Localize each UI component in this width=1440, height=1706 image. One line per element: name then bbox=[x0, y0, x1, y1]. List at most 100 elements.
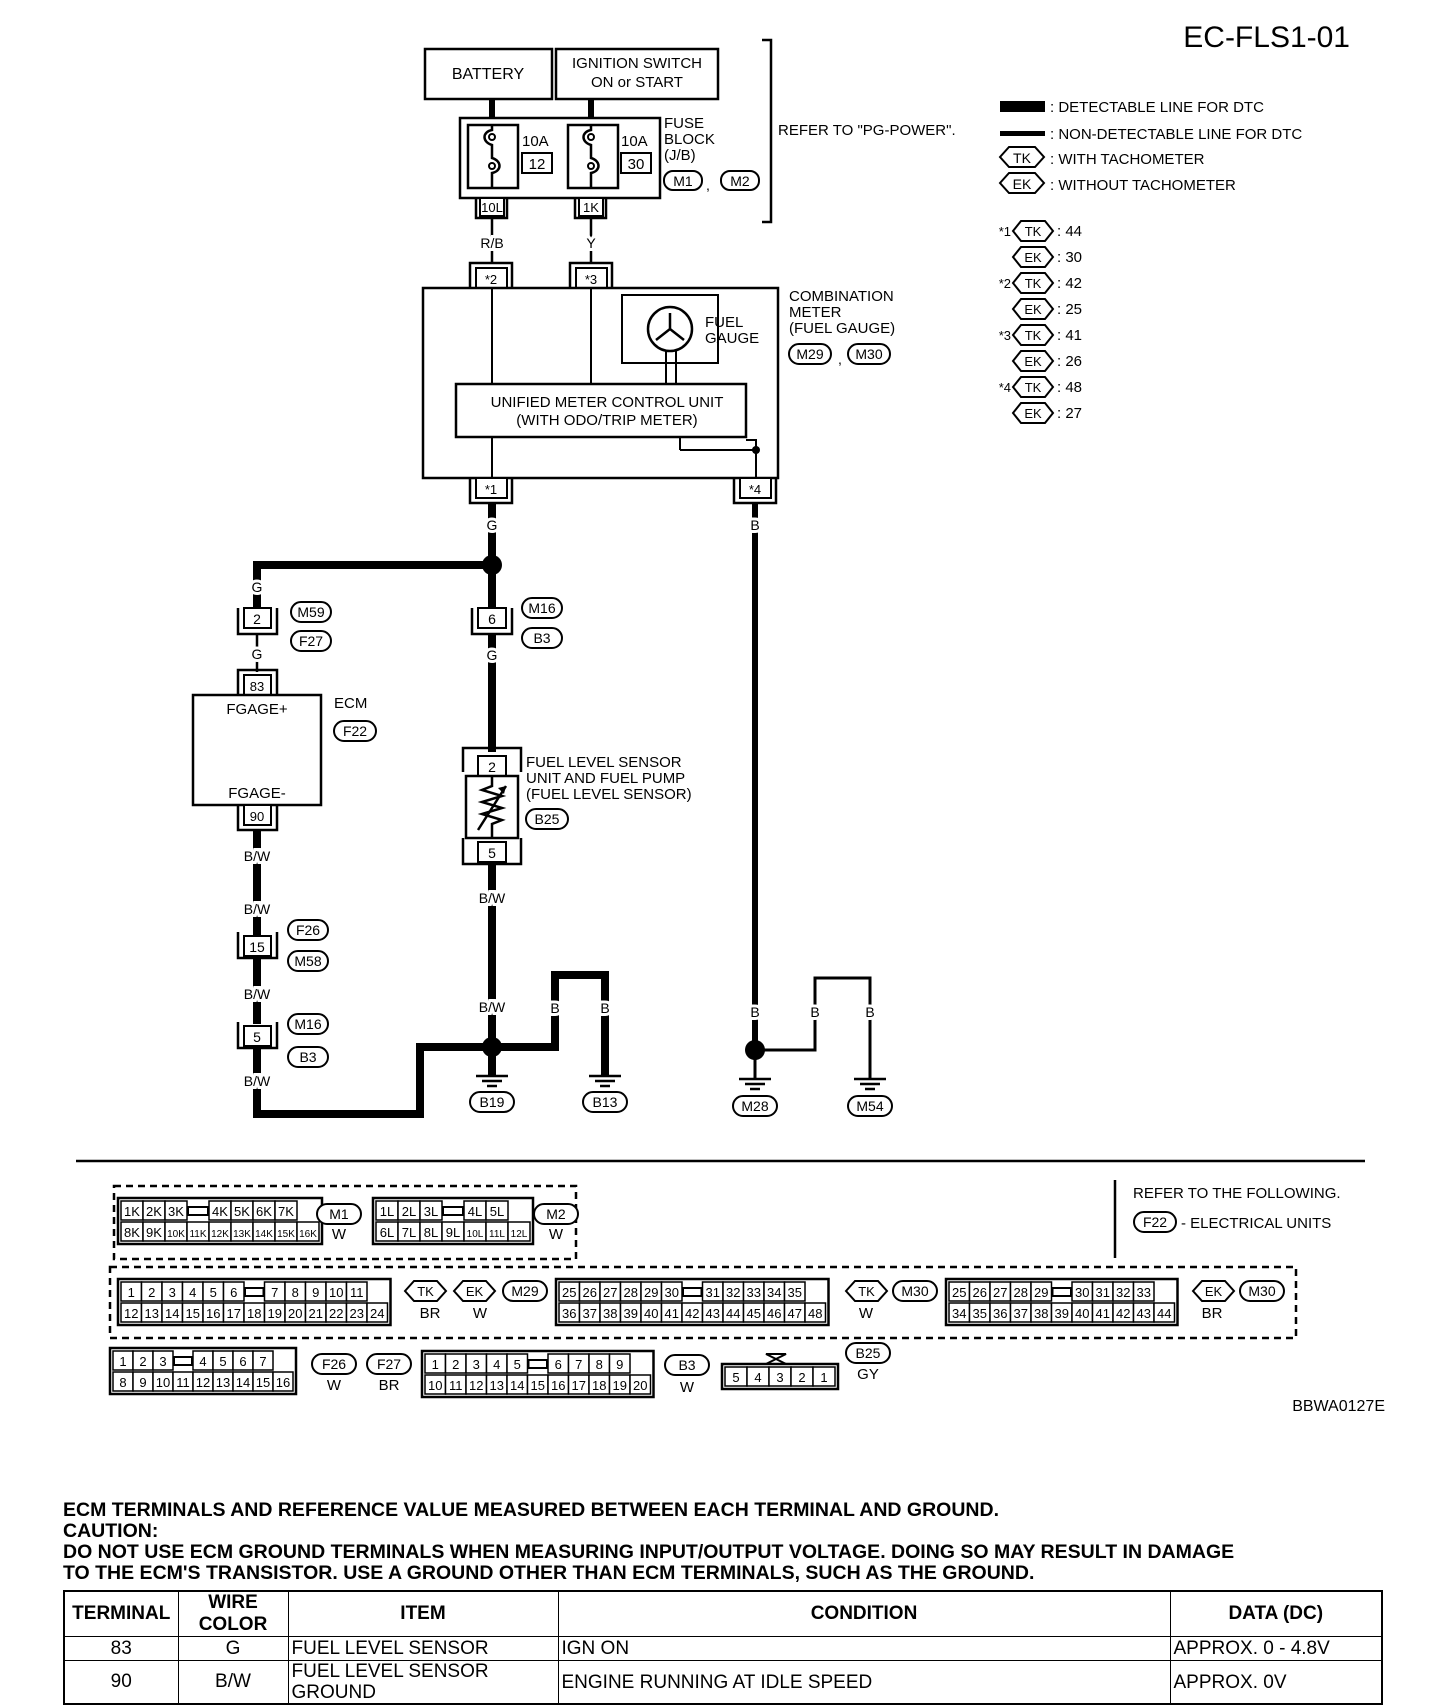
cell-data: APPROX. 0 - 4.8V bbox=[1169, 1636, 1383, 1661]
connector-m2-color: W bbox=[549, 1226, 564, 1243]
svg-text:(FUEL GAUGE): (FUEL GAUGE) bbox=[789, 320, 895, 337]
notes-caution: CAUTION: bbox=[63, 1520, 159, 1542]
pin-label: 8 bbox=[292, 1285, 299, 1300]
connector-m30-tk-label: M30 bbox=[901, 1283, 928, 1299]
cell-data: APPROX. 0V bbox=[1169, 1660, 1383, 1705]
tk-tag-icon bbox=[1011, 324, 1055, 346]
svg-text:FUEL: FUEL bbox=[705, 314, 743, 331]
pin-label: 24 bbox=[370, 1306, 384, 1321]
svg-text:(FUEL LEVEL SENSOR): (FUEL LEVEL SENSOR) bbox=[526, 786, 692, 803]
combination-meter bbox=[421, 286, 780, 480]
svg-text:EK: EK bbox=[466, 1284, 484, 1299]
pin-label: 10K bbox=[167, 1229, 185, 1240]
pin-label: 8L bbox=[424, 1225, 438, 1240]
pin-label: 41 bbox=[665, 1306, 679, 1321]
pin-label: 29 bbox=[644, 1285, 658, 1300]
svg-text:10L: 10L bbox=[481, 200, 503, 215]
svg-text:: NON-DETECTABLE LINE FOR DTC: : NON-DETECTABLE LINE FOR DTC bbox=[1050, 126, 1302, 143]
svg-text:(WITH ODO/TRIP METER): (WITH ODO/TRIP METER) bbox=[516, 412, 697, 429]
notes-line-4: TO THE ECM'S TRANSISTOR. USE A GROUND OT… bbox=[63, 1562, 1035, 1584]
pin-label: 14 bbox=[510, 1378, 524, 1393]
svg-text:METER: METER bbox=[789, 304, 842, 321]
connector-b3-color: W bbox=[680, 1379, 695, 1396]
fuse-block-label-1: FUSE bbox=[664, 115, 704, 132]
svg-text:5: 5 bbox=[488, 845, 496, 861]
pin-label: 10 bbox=[329, 1285, 343, 1300]
fuse-block-label-2: BLOCK bbox=[664, 131, 715, 148]
header-data: DATA (DC) bbox=[1169, 1590, 1383, 1637]
page-id: EC-FLS1-01 bbox=[1183, 21, 1350, 54]
pin-label: 17 bbox=[227, 1306, 241, 1321]
pin-label: 26 bbox=[973, 1285, 987, 1300]
pin-label: 1L bbox=[380, 1204, 394, 1219]
notes-line-3: DO NOT USE ECM GROUND TERMINALS WHEN MEA… bbox=[63, 1541, 1235, 1563]
svg-text:6: 6 bbox=[488, 611, 496, 627]
pin-label: 15K bbox=[277, 1229, 295, 1240]
pin-label: 27 bbox=[993, 1285, 1007, 1300]
pin-label: 9 bbox=[312, 1285, 319, 1300]
svg-text:2: 2 bbox=[253, 611, 261, 627]
svg-text:G: G bbox=[487, 647, 498, 663]
pin-label: 15 bbox=[256, 1375, 270, 1390]
svg-text:EK: EK bbox=[1013, 176, 1032, 192]
svg-text:B: B bbox=[865, 1004, 874, 1020]
svg-text:TK: TK bbox=[1025, 276, 1042, 291]
connector-m1-color: W bbox=[332, 1226, 347, 1243]
connector-f27-label: F27 bbox=[377, 1356, 401, 1372]
connector-b3-label: B3 bbox=[678, 1357, 695, 1373]
pin-label: 13 bbox=[490, 1378, 504, 1393]
battery-box bbox=[423, 47, 554, 101]
ecm-notes: ECM TERMINALS AND REFERENCE VALUE MEASUR… bbox=[63, 1500, 1393, 1584]
svg-text:*4: *4 bbox=[749, 482, 761, 497]
pin-label: 32 bbox=[726, 1285, 740, 1300]
pin-label: 43 bbox=[706, 1306, 720, 1321]
connector-f27-color: BR bbox=[379, 1377, 400, 1394]
svg-text:B: B bbox=[600, 1000, 609, 1016]
svg-text:10A: 10A bbox=[621, 133, 648, 150]
svg-text:Y: Y bbox=[586, 235, 596, 251]
svg-text:B: B bbox=[750, 1004, 759, 1020]
pin-label: 1K bbox=[124, 1204, 140, 1219]
svg-text:- ELECTRICAL UNITS: - ELECTRICAL UNITS bbox=[1181, 1215, 1331, 1232]
pin-label: 11 bbox=[449, 1378, 463, 1393]
svg-text:M59: M59 bbox=[297, 604, 324, 620]
pin-label: 37 bbox=[1014, 1306, 1028, 1321]
pin-label: 13 bbox=[145, 1306, 159, 1321]
pin-label: 19 bbox=[268, 1306, 282, 1321]
pin-label: 2 bbox=[452, 1357, 459, 1372]
star-mark: *4 bbox=[999, 380, 1011, 395]
svg-text:TK: TK bbox=[1013, 150, 1032, 166]
svg-text:UNIFIED METER CONTROL UNIT: UNIFIED METER CONTROL UNIT bbox=[491, 394, 724, 411]
wiring-diagram: EC-FLS1-01 BATTERY IGNITION SWITCH ON or… bbox=[76, 21, 1385, 1415]
svg-text:*3: *3 bbox=[585, 272, 597, 287]
svg-text:TK: TK bbox=[1025, 328, 1042, 343]
svg-text:B25: B25 bbox=[535, 811, 560, 827]
ground-icon bbox=[854, 1077, 886, 1091]
svg-text:G: G bbox=[487, 517, 498, 533]
svg-text:B3: B3 bbox=[533, 630, 550, 646]
pin-label: 1 bbox=[820, 1370, 827, 1385]
pin-label: 12 bbox=[196, 1375, 210, 1390]
pin-label: 30 bbox=[1075, 1285, 1089, 1300]
pin-label: 13K bbox=[233, 1229, 251, 1240]
fuse-30-icon bbox=[582, 125, 600, 188]
svg-text:R/B: R/B bbox=[480, 235, 503, 251]
pin-label: 45 bbox=[747, 1306, 761, 1321]
refer-pg-power: REFER TO "PG-POWER". bbox=[778, 122, 956, 139]
svg-text:: DETECTABLE LINE FOR DTC: : DETECTABLE LINE FOR DTC bbox=[1050, 99, 1264, 116]
svg-text:F26: F26 bbox=[296, 922, 320, 938]
tk-tag-icon bbox=[1011, 376, 1055, 398]
star-ek-value: : 27 bbox=[1057, 405, 1082, 422]
svg-text:1K: 1K bbox=[583, 200, 599, 215]
pin-label: 29 bbox=[1034, 1285, 1048, 1300]
pin-label: 7 bbox=[259, 1354, 266, 1369]
pin-label: 30 bbox=[665, 1285, 679, 1300]
pin-label: 33 bbox=[1137, 1285, 1151, 1300]
